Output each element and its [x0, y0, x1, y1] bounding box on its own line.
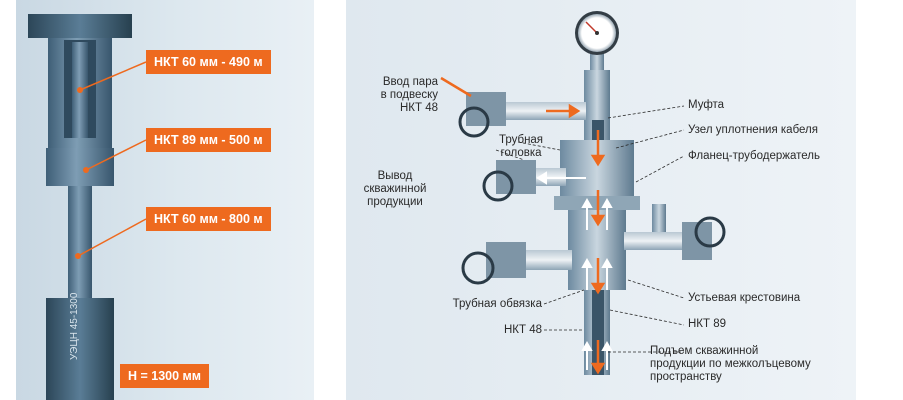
wellhead-drawing [440, 11, 726, 375]
depth-tag: Н = 1300 мм [120, 364, 210, 388]
upper-fitting [584, 70, 610, 110]
label-nkt48: НКТ 48 [503, 324, 542, 336]
label-tubing-binding: Трубная обвязка [452, 298, 542, 310]
label-coupling: Муфта [688, 99, 725, 111]
label-well-output: Вывод скважинной продукции [363, 170, 427, 208]
output-arrow [536, 171, 586, 185]
tubing-string-drawing [28, 14, 147, 400]
middle-handwheel-icon [482, 170, 514, 202]
tag-nkt89-500: НКТ 89 мм - 500 м [146, 128, 271, 152]
leader-dot-1 [77, 87, 83, 93]
tag-nkt60-490: НКТ 60 мм - 490 м [146, 50, 271, 74]
pump-label: УЭЦН 45-1300 [69, 292, 80, 360]
right-handwheel-icon [694, 216, 726, 248]
steam-input-arrow [440, 76, 581, 119]
middle-valve-body [496, 160, 536, 194]
label-wellhead-cross: Устьевая крестовина [688, 292, 801, 304]
leader-line-3 [77, 218, 147, 257]
right-branch [624, 232, 694, 250]
lower-handwheel-icon [461, 251, 495, 285]
esp-pump [46, 298, 114, 400]
leader-line-1 [79, 61, 147, 91]
pressure-gauge-icon [575, 11, 619, 71]
wellhead-cap [28, 14, 132, 38]
steam-input-branch [496, 102, 586, 120]
leader-lines [495, 105, 685, 353]
label-cable-seal: Узел уплотнения кабеля [688, 124, 818, 136]
label-lift-text: Подъем скважинной продукции по межколъце… [650, 345, 811, 383]
tubing-string-panel: НКТ 60 мм - 490 м НКТ 89 мм - 500 м НКТ … [16, 0, 314, 400]
downflow-arrows [590, 130, 606, 375]
lower-tubing-60 [68, 186, 92, 298]
leader-dot-2 [83, 167, 89, 173]
tag-nkt60-800: НКТ 60 мм - 800 м [146, 207, 271, 231]
tubing-89-section [46, 148, 114, 186]
label-flange-holder: Фланец-трубодержатель [688, 150, 820, 162]
upflow-arrows [581, 197, 613, 370]
leader-dot-3 [75, 253, 81, 259]
right-stub [652, 204, 666, 232]
label-tubing-head: Трубная головка [498, 134, 544, 159]
upper-handwheel-icon [458, 106, 490, 138]
label-steam-input: Ввод пара в подвеску НКТ 48 [380, 76, 438, 114]
wellhead-panel: Ввод пара в подвеску НКТ 48 Трубная голо… [346, 0, 856, 400]
label-nkt89: НКТ 89 [688, 318, 727, 330]
leader-line-2 [85, 139, 147, 171]
